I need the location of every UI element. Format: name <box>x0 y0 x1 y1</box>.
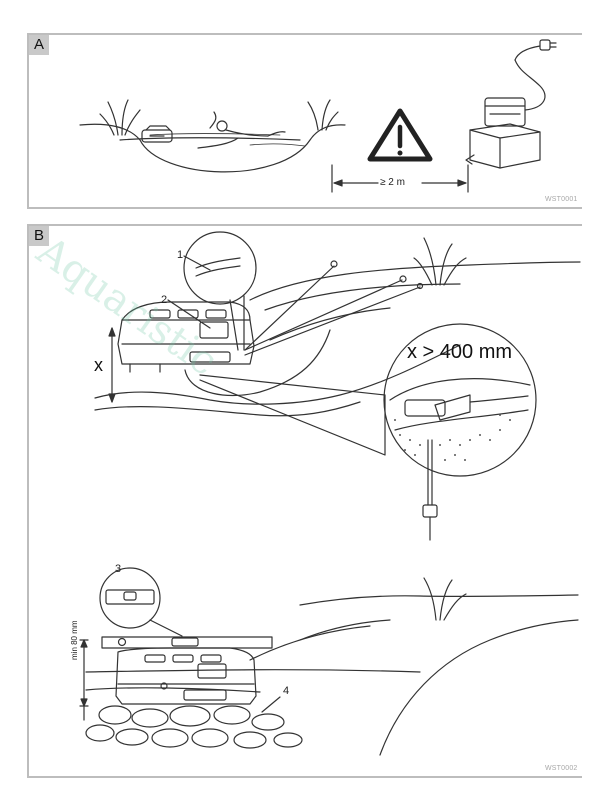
callout-2: 2 <box>161 294 168 306</box>
reeds-b-bottom <box>423 577 467 621</box>
robot-cleaner-b-bottom <box>115 647 257 705</box>
transformer-unit <box>465 39 557 169</box>
reeds-b-top <box>413 237 467 286</box>
height-dimension-x <box>108 327 116 403</box>
callout-4: 4 <box>283 685 290 697</box>
detail-circle-1 <box>183 231 257 351</box>
pond-plant-left <box>99 99 141 136</box>
panel-a-code: WST0001 <box>545 196 578 203</box>
pond-illustration <box>79 123 346 173</box>
pond-edge-b-top <box>94 261 581 417</box>
detail-circle-depth <box>199 323 537 541</box>
callout-3: 3 <box>115 563 122 575</box>
panel-a: A <box>27 33 582 209</box>
leader-1 <box>183 255 211 271</box>
height-symbol: x <box>94 355 103 375</box>
pond-plant-right <box>307 99 339 131</box>
warning-icon <box>367 108 433 162</box>
guy-lines <box>244 260 424 356</box>
hose <box>184 329 331 397</box>
panel-b-label: B <box>29 226 49 246</box>
robot-cleaner-a <box>141 125 173 143</box>
leader-4 <box>261 696 281 713</box>
min-height-dimension <box>79 639 89 721</box>
pond-edge-b-bottom <box>85 594 579 756</box>
depth-label: x > 400 mm <box>407 341 513 363</box>
robot-cleaner-b-top <box>117 301 255 373</box>
distance-label: ≥ 2 m <box>380 177 405 188</box>
callout-1: 1 <box>177 249 184 261</box>
leader-2 <box>167 299 211 329</box>
stones <box>85 705 303 749</box>
panel-b-code: WST0002 <box>545 765 578 772</box>
swimmer-figure <box>197 111 286 149</box>
panel-a-label: A <box>29 35 49 55</box>
detail-circle-3 <box>99 567 183 637</box>
min-height-label: min 80 mm <box>70 620 79 660</box>
spirit-level <box>101 636 273 649</box>
distance-dimension <box>331 164 469 193</box>
depth-mesh-dots <box>394 414 511 461</box>
panel-b: B <box>27 224 582 778</box>
